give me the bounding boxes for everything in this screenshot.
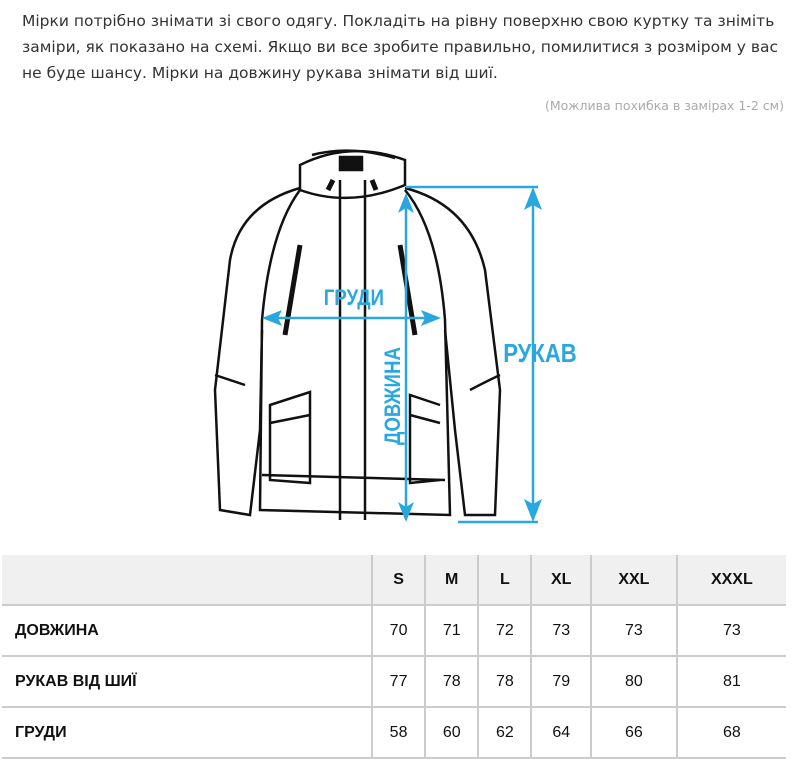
measurement-note: (Можлива похибка в замірах 1-2 см) — [544, 98, 784, 113]
table-row: РУКАВ ВІД ШИЇ 77 78 78 79 80 81 — [2, 656, 786, 708]
size-header: L — [477, 555, 532, 606]
cell: 71 — [424, 605, 479, 657]
jacket-outline-icon — [213, 149, 502, 520]
cell: 81 — [675, 656, 786, 708]
size-header: S — [370, 555, 426, 606]
cell: 62 — [477, 707, 532, 759]
cell: 79 — [530, 656, 592, 708]
intro-text: Мірки потрібно знімати зі свого одягу. П… — [22, 12, 778, 82]
cell: 68 — [675, 707, 786, 759]
cell: 70 — [370, 605, 426, 657]
sleeve-label: РУКАВ — [503, 339, 577, 368]
length-label: ДОВЖИНА — [382, 347, 406, 445]
size-header: M — [424, 555, 479, 606]
size-header: XXXL — [675, 555, 786, 606]
cell: 64 — [530, 707, 592, 759]
cell: 73 — [675, 605, 786, 657]
cell: 78 — [477, 656, 532, 708]
cell: 72 — [477, 605, 532, 657]
cell: 60 — [424, 707, 479, 759]
cell: 73 — [590, 605, 677, 657]
cell: 78 — [424, 656, 479, 708]
size-header: XXL — [590, 555, 677, 606]
cell: 80 — [590, 656, 677, 708]
chest-label: ГРУДИ — [324, 287, 384, 311]
jacket-diagram: ГРУДИ РУКАВ ДОВЖИНА — [200, 130, 620, 530]
table-row: ДОВЖИНА 70 71 72 73 73 73 — [2, 605, 786, 657]
size-table: S M L XL XXL XXXL ДОВЖИНА 70 71 72 73 73… — [2, 555, 786, 759]
cell: 58 — [370, 707, 426, 759]
row-label: РУКАВ ВІД ШИЇ — [2, 656, 373, 708]
cell: 73 — [530, 605, 592, 657]
table-header-row: S M L XL XXL XXXL — [2, 555, 786, 606]
cell: 77 — [370, 656, 426, 708]
size-header: XL — [530, 555, 592, 606]
row-label: ГРУДИ — [2, 707, 373, 759]
cell: 66 — [590, 707, 677, 759]
table-row: ГРУДИ 58 60 62 64 66 68 — [2, 707, 786, 759]
row-label: ДОВЖИНА — [2, 605, 373, 657]
